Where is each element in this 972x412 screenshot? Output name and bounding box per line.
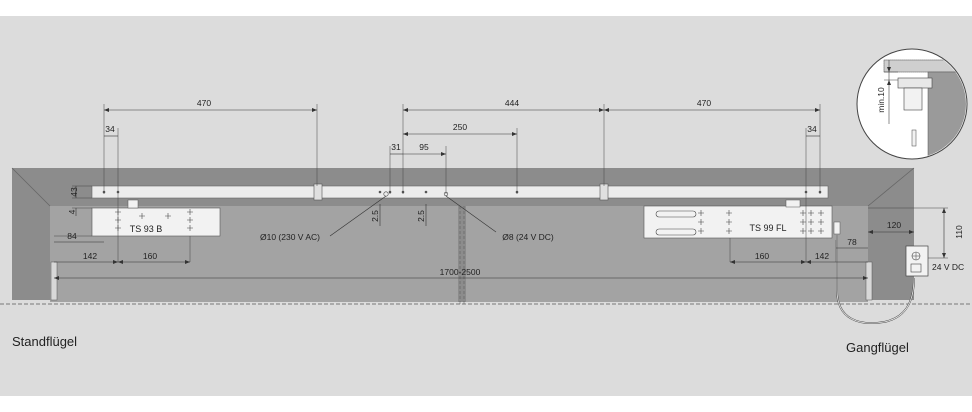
hole-230v-label: Ø10 (230 V AC) [260,232,320,242]
dim-31: 31 [391,142,401,152]
frame-bevel-right [867,167,915,207]
dim-95: 95 [419,142,429,152]
closer-left-body [91,207,221,237]
junction-box [905,245,929,277]
dim-250: 250 [453,122,467,132]
detail-view: min.10 [856,48,968,160]
rail-middle [319,185,603,199]
hole-24v-label: Ø8 (24 V DC) [502,232,554,242]
dim-444: 444 [505,98,519,108]
dim-1700-2500: 1700-2500 [440,267,481,277]
dim-470-right: 470 [697,98,711,108]
closer-right-label: TS 99 FL [749,223,786,233]
door-frame [12,168,914,300]
closer-right-screws [655,210,824,236]
dim-160-left: 160 [143,251,157,261]
dim-470-left: 470 [197,98,211,108]
right-hinge [865,261,873,301]
dim-2-5-b: 2.5 [416,210,426,222]
voltage-label: 24 V DC [932,262,964,272]
dim-120: 120 [887,220,901,230]
right-leaf-label: Gangflügel [846,340,909,355]
rail-right [605,185,829,199]
left-hinge [50,261,58,301]
dim-142-right: 142 [815,251,829,261]
frame-bevel-left [11,167,51,207]
closer-left-label: TS 93 B [130,224,163,234]
dim-142-left: 142 [83,251,97,261]
dim-110: 110 [954,225,964,239]
dim-78: 78 [847,237,857,247]
dim-43: 43 [69,187,79,197]
dimension-lines [54,104,948,280]
leaf-gap [458,206,466,302]
left-leaf-label: Standflügel [12,334,78,349]
dim-84: 84 [67,231,77,241]
dim-160-right: 160 [755,251,769,261]
rail-left [91,185,317,199]
dim-34-right: 34 [807,124,817,134]
dim-34-left: 34 [105,124,115,134]
detail-min-label: min.10 [876,87,886,113]
dim-2-5-a: 2.5 [370,210,380,222]
dim-4: 4 [67,209,77,214]
